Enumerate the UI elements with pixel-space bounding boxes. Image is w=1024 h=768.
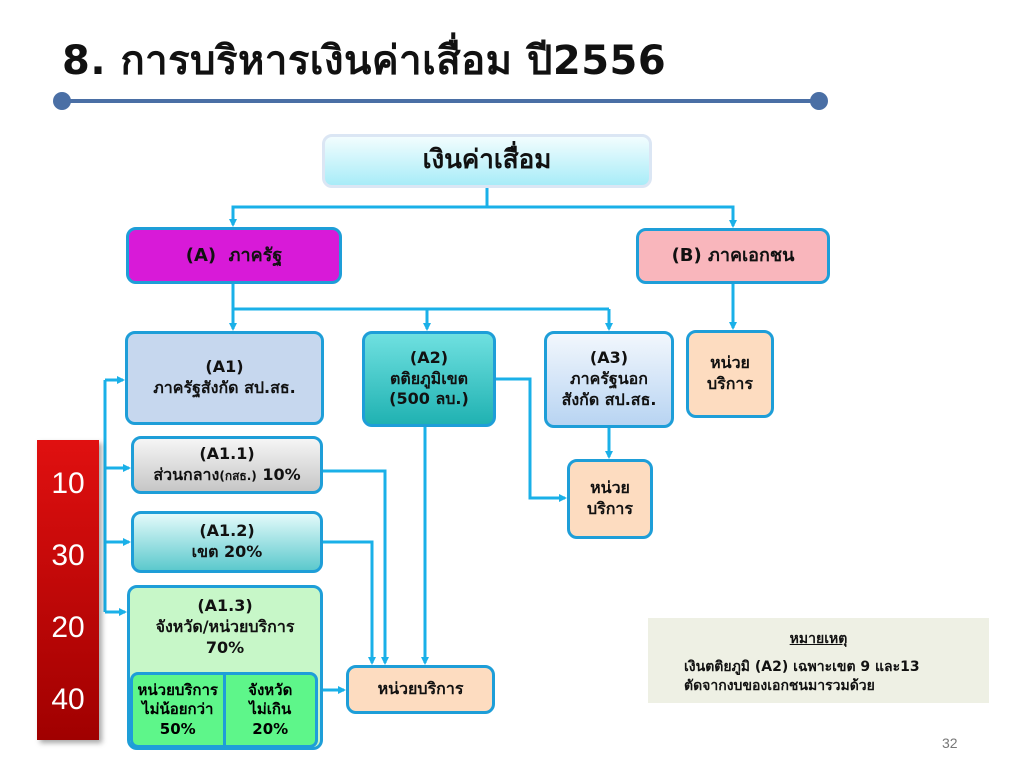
b-service-unit-box: หน่วย บริการ bbox=[686, 330, 774, 418]
a13-right-line2: ไม่เกิน bbox=[249, 700, 292, 719]
root-box: เงินค่าเสื่อม bbox=[322, 134, 652, 188]
a2-amount: (500 ลบ.) bbox=[389, 389, 469, 409]
note-heading: หมายเหตุ bbox=[789, 631, 848, 647]
percent-value-1: 10 bbox=[51, 467, 85, 500]
percent-value-4: 40 bbox=[51, 683, 85, 716]
note-body: เงินตติยภูมิ (A2) เฉพาะเขต 9 และ13 ตัดจา… bbox=[684, 658, 920, 696]
title-rule-left-dot bbox=[53, 92, 71, 110]
page-number: 32 bbox=[942, 735, 958, 751]
b-unit-line1: หน่วย bbox=[710, 353, 750, 373]
a13-label: จังหวัด/หน่วยบริการ bbox=[155, 616, 295, 636]
a12-code: (A1.2) bbox=[199, 521, 255, 541]
a11-code: (A1.1) bbox=[199, 444, 255, 464]
connector-a2-to-unit bbox=[496, 377, 567, 502]
sector-b-box: (B) ภาคเอกชน bbox=[636, 228, 830, 284]
a3-service-unit-box: หน่วย บริการ bbox=[567, 459, 653, 539]
sector-b-label: (B) ภาคเอกชน bbox=[671, 245, 795, 267]
note-line1: เงินตติยภูมิ (A2) เฉพาะเขต 9 และ13 bbox=[684, 659, 920, 675]
connector-a12-to-service bbox=[323, 540, 376, 665]
b-unit-line2: บริการ bbox=[706, 374, 753, 393]
connector-a11-to-service bbox=[323, 469, 389, 665]
a13-left-line1: หน่วยบริการ bbox=[137, 680, 219, 699]
service-unit-box: หน่วยบริการ bbox=[346, 665, 495, 714]
connector-root-to-b bbox=[487, 205, 737, 228]
a3-line2: สังกัด สป.สธ. bbox=[561, 389, 657, 409]
a3-unit-line2: บริการ bbox=[586, 499, 633, 518]
a12-label: เขต 20% bbox=[191, 542, 263, 561]
a13-percent: 70% bbox=[205, 637, 245, 657]
title-rule-right-dot bbox=[810, 92, 828, 110]
percent-value-2: 30 bbox=[51, 539, 85, 572]
connector-a-bus bbox=[231, 284, 609, 311]
a13-right-line3: 20% bbox=[252, 719, 289, 738]
note-line2: ตัดจากงบของเอกชนมารวมด้วย bbox=[684, 677, 875, 694]
a13-left-line3: 50% bbox=[159, 719, 196, 738]
a11-label-small: (กสธ.) bbox=[219, 469, 257, 483]
a2-box: (A2) ตติยภูมิเขต (500 ลบ.) bbox=[362, 331, 496, 427]
a3-code: (A3) bbox=[589, 348, 629, 368]
a3-box: (A3) ภาครัฐนอก สังกัด สป.สธ. bbox=[544, 331, 674, 428]
a13-split-panel: หน่วยบริการ ไม่น้อยกว่า 50% จังหวัด ไม่เ… bbox=[130, 672, 318, 748]
a1-label: ภาครัฐสังกัด สป.สธ. bbox=[153, 378, 296, 397]
connector-root-to-a bbox=[229, 188, 489, 227]
a3-line1: ภาครัฐนอก bbox=[570, 369, 648, 389]
a11-label-row: ส่วนกลาง(กสธ.) 10% bbox=[153, 465, 300, 486]
a2-code: (A2) bbox=[409, 347, 449, 367]
service-unit-label: หน่วยบริการ bbox=[377, 679, 464, 699]
a13-left-line2: ไม่น้อยกว่า bbox=[142, 700, 214, 719]
sector-a-label: (A) ภาครัฐ bbox=[185, 244, 283, 266]
percent-bar: 10 30 20 40 bbox=[37, 440, 99, 740]
a1-code: (A1) bbox=[205, 357, 244, 377]
title-rule bbox=[60, 99, 820, 103]
a11-box: (A1.1) ส่วนกลาง(กสธ.) 10% bbox=[131, 436, 323, 494]
a12-box: (A1.2) เขต 20% bbox=[131, 511, 323, 573]
percent-value-3: 20 bbox=[51, 611, 85, 644]
a13-right-line1: จังหวัด bbox=[248, 680, 293, 699]
a13-service-unit-cell: หน่วยบริการ ไม่น้อยกว่า 50% bbox=[133, 675, 223, 745]
a11-label-main: ส่วนกลาง bbox=[153, 465, 220, 484]
a3-unit-line1: หน่วย bbox=[590, 478, 630, 498]
a13-code: (A1.3) bbox=[197, 596, 253, 615]
a2-label: ตติยภูมิเขต bbox=[389, 368, 469, 388]
a1-box: (A1) ภาครัฐสังกัด สป.สธ. bbox=[125, 331, 324, 425]
root-label: เงินค่าเสื่อม bbox=[422, 145, 552, 176]
a13-province-cell: จังหวัด ไม่เกิน 20% bbox=[222, 675, 316, 745]
sector-a-box: (A) ภาครัฐ bbox=[126, 227, 342, 284]
page-title: 8. การบริหารเงินค่าเสื่อม ปี2556 bbox=[62, 38, 667, 84]
a11-percent: 10% bbox=[262, 465, 301, 484]
note-box: หมายเหตุ เงินตติยภูมิ (A2) เฉพาะเขต 9 แล… bbox=[648, 618, 989, 703]
